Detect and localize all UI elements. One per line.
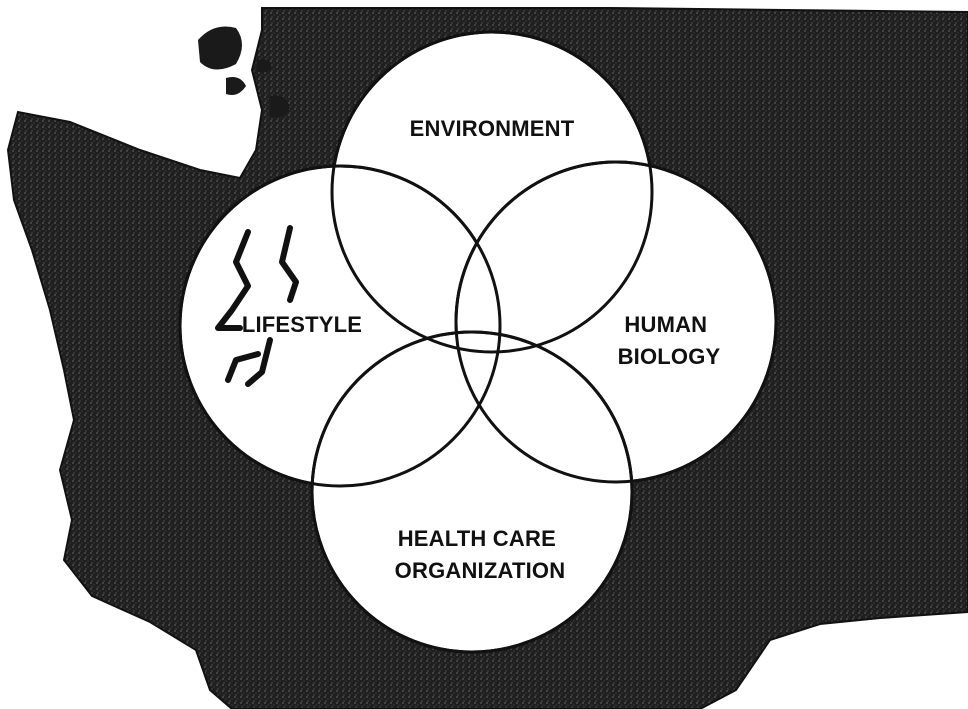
label-lifestyle: LIFESTYLE [242,312,362,337]
label-environment: ENVIRONMENT [410,116,575,141]
circle-health-care-organization [312,332,632,652]
